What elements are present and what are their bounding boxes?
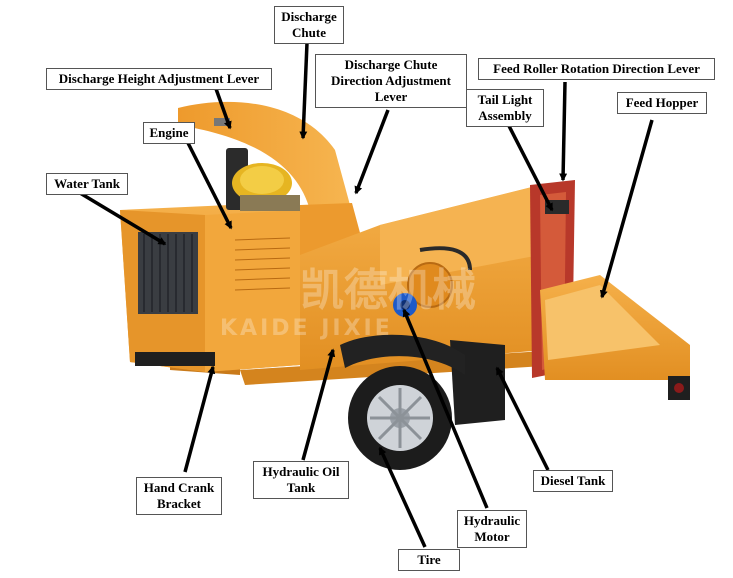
arrow-hydraulic-motor <box>402 308 489 509</box>
watermark: 凯德机械 KAIDE JIXIE <box>220 265 476 341</box>
arrow-hand-crank <box>183 365 216 473</box>
label-diesel-tank: Diesel Tank <box>533 470 613 492</box>
label-water-tank: Water Tank <box>46 173 128 195</box>
arrow-tire <box>378 446 427 548</box>
watermark-en: KAIDE JIXIE <box>220 316 393 341</box>
arrow-discharge-chute-direction-lever <box>354 109 390 195</box>
arrow-hydraulic-oil-tank <box>301 348 336 461</box>
arrow-feed-hopper <box>599 119 654 299</box>
arrow-diesel-tank <box>495 366 550 471</box>
callout-arrows <box>79 42 654 548</box>
arrow-water-tank <box>79 191 167 246</box>
label-feed-hopper: Feed Hopper <box>617 92 707 114</box>
label-feed-roller-rotation-direction-lever: Feed Roller Rotation Direction Lever <box>478 58 715 80</box>
engine-housing <box>120 205 300 372</box>
arrow-tail-light <box>506 123 554 212</box>
diesel-tank-shape <box>340 334 505 425</box>
feed-hopper-shape <box>540 275 690 400</box>
arrow-discharge-height-lever <box>213 85 232 130</box>
label-tire: Tire <box>398 549 460 571</box>
engine-top <box>226 148 300 211</box>
arrow-engine <box>186 142 233 230</box>
tire-shape <box>348 366 452 470</box>
label-engine: Engine <box>143 122 195 144</box>
arrow-feed-roller-lever <box>559 81 568 182</box>
label-discharge-height-adjustment-lever: Discharge Height Adjustment Lever <box>46 68 272 90</box>
hydraulic-motor-shape <box>393 246 472 317</box>
arrow-discharge-chute <box>299 42 309 140</box>
chipper-body <box>300 185 545 370</box>
watermark-cn: 凯德机械 <box>300 265 476 316</box>
